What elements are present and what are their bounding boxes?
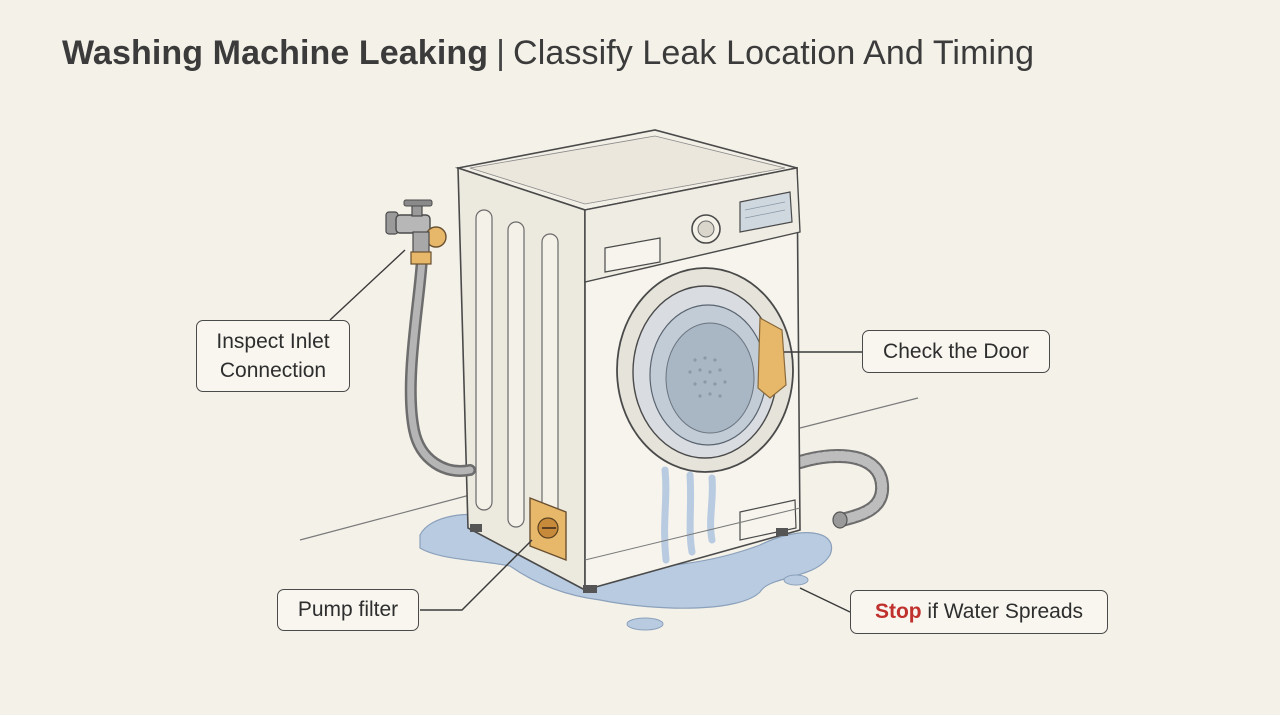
water-drop (783, 574, 809, 586)
machine-foot (470, 524, 482, 532)
leader-pump (420, 539, 533, 611)
detergent-drawer (604, 237, 661, 273)
callout-stop-rest: if Water Spreads (921, 600, 1084, 623)
floor-line-right (799, 397, 919, 429)
floor-line-left (299, 494, 471, 541)
leader-stop (799, 587, 851, 613)
callout-pump-filter: Pump filter (277, 589, 419, 631)
title-subtitle: Classify Leak Location And Timing (513, 34, 1035, 72)
callout-inspect-inlet: Inspect Inlet Connection (196, 320, 350, 392)
machine-foot (776, 528, 788, 536)
callout-inlet-line2: Connection (219, 359, 327, 382)
callout-stop-water: Stop if Water Spreads (850, 590, 1108, 634)
faucet-valve-icon (385, 199, 447, 265)
door-seal-highlight (757, 317, 787, 399)
callout-stop-emphasis: Stop (874, 600, 922, 623)
water-drips (661, 466, 716, 564)
display-screen (739, 191, 793, 233)
title-main: Washing Machine Leaking (62, 34, 489, 72)
title-separator: | (496, 34, 506, 72)
machine-foot (583, 585, 597, 593)
callout-inlet-line1: Inspect Inlet (216, 330, 330, 353)
leader-inlet (329, 249, 406, 321)
page-title: Washing Machine Leaking|Classify Leak Lo… (62, 34, 1034, 73)
water-drop (626, 617, 664, 631)
pump-filter-icon (529, 496, 567, 562)
callout-check-door: Check the Door (862, 330, 1050, 373)
